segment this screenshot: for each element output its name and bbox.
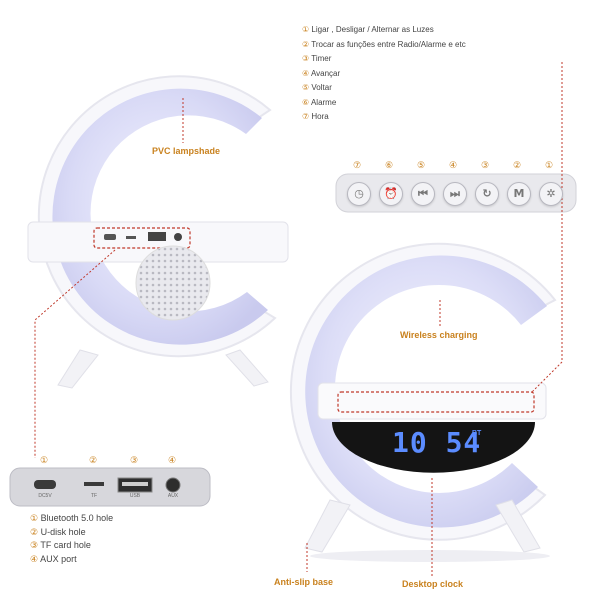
port-label: DC5V <box>38 493 52 499</box>
legend-num: ① <box>302 25 310 34</box>
legend-text: Trocar as funções entre Radio/Alarme e e… <box>311 39 466 49</box>
front-lamp-shelf <box>317 382 547 420</box>
port-panel <box>9 467 211 507</box>
leader-lines <box>34 62 563 577</box>
port-legend-row-2: ② U-disk hole <box>30 526 113 540</box>
legend-row-5: ⑤ Voltar <box>302 81 466 96</box>
ports-legend: ① Bluetooth 5.0 hole ② U-disk hole ③ TF … <box>30 512 113 566</box>
anti-slip-base-label: Anti-slip base <box>274 577 334 587</box>
port-legend-num: ① <box>30 513 39 523</box>
port-legend-num: ② <box>30 526 39 537</box>
button-number: ⑦ <box>353 160 362 170</box>
legend-text: Voltar <box>311 83 332 92</box>
wireless-charging-label: Wireless charging <box>400 330 478 340</box>
panel-tf-port <box>84 482 104 486</box>
alarm-button[interactable]: ⏰ <box>379 182 403 206</box>
back-aux-port <box>174 233 182 241</box>
functions-legend: ① Ligar , Desligar / Alternar as Luzes ②… <box>302 23 466 125</box>
port-legend-row-3: ③ TF card hole <box>30 539 113 553</box>
port-number: ① <box>40 455 49 465</box>
pvc-lampshade-label: PVC lampshade <box>152 146 221 156</box>
back-lamp-leg-right <box>225 349 269 387</box>
legend-row-7: ⑦ Hora <box>302 110 466 125</box>
power-light-icon: ✲ <box>546 187 556 200</box>
legend-row-4: ④ Avançar <box>302 67 466 82</box>
legend-row-2: ② Trocar as funções entre Radio/Alarme e… <box>302 38 466 53</box>
clock-display-panel <box>332 422 535 473</box>
port-number: ④ <box>168 455 177 465</box>
desktop-clock-label: Desktop clock <box>402 579 464 589</box>
previous-icon: ⏮ <box>418 187 428 200</box>
timer-button[interactable]: ↻ <box>475 182 499 206</box>
legend-num: ⑤ <box>302 83 310 92</box>
previous-button[interactable]: ⏮ <box>411 182 435 206</box>
button-number: ② <box>513 160 522 170</box>
port-strip <box>93 227 191 249</box>
port-legend-num: ④ <box>30 553 39 564</box>
legend-num: ④ <box>302 68 310 78</box>
legend-text: Timer <box>311 54 332 63</box>
next-icon: ⏭ <box>450 187 460 200</box>
port-legend-row-1: ① Bluetooth 5.0 hole <box>30 512 113 526</box>
panel-aux-port <box>165 477 181 493</box>
back-lamp <box>27 75 289 389</box>
front-lamp-leg-right <box>495 499 541 553</box>
timer-icon: ↻ <box>482 187 492 200</box>
back-usb-port <box>148 232 166 241</box>
clock-icon: ◷ <box>354 187 364 200</box>
mode-button[interactable]: M <box>507 182 531 206</box>
power-light-button[interactable]: ✲ <box>539 182 563 206</box>
button-number: ③ <box>481 160 490 170</box>
leader-buttons <box>531 62 563 393</box>
legend-text: Avançar <box>310 68 341 78</box>
legend-text: Hora <box>311 112 329 121</box>
front-lamp-leg-left <box>304 499 351 553</box>
port-label: USB <box>129 493 141 499</box>
legend-num: ⑦ <box>302 112 310 121</box>
port-label: AUX <box>167 493 179 499</box>
alarm-icon: ⏰ <box>384 187 398 200</box>
legend-row-6: ⑥ Alarme <box>302 96 466 111</box>
port-legend-text: Bluetooth 5.0 hole <box>40 513 114 523</box>
front-lamp <box>289 242 557 562</box>
back-lamp-glow <box>52 88 268 345</box>
touch-button-strip <box>337 391 535 413</box>
button-number: ⑤ <box>417 160 426 170</box>
port-panel-body <box>9 467 211 507</box>
back-tf-port <box>126 236 136 239</box>
port-legend-text: U-disk hole <box>40 526 86 537</box>
legend-row-3: ③ Timer <box>302 52 466 67</box>
clock-button[interactable]: ◷ <box>347 182 371 206</box>
speaker-grille <box>135 245 211 321</box>
panel-dc-port <box>34 480 56 489</box>
legend-row-1: ① Ligar , Desligar / Alternar as Luzes <box>302 23 466 38</box>
button-number: ④ <box>449 160 458 170</box>
back-dc-port <box>104 234 116 240</box>
clock-time: 10 54 <box>392 426 482 459</box>
port-legend-num: ③ <box>30 540 39 550</box>
port-legend-text: AUX port <box>40 553 77 564</box>
panel-usb-port-tongue <box>122 482 148 486</box>
button-number: ⑥ <box>385 160 394 170</box>
port-legend-row-4: ④ AUX port <box>30 553 113 567</box>
legend-text: Ligar , Desligar / Alternar as Luzes <box>311 25 434 34</box>
port-number: ③ <box>130 455 139 465</box>
port-label: TF <box>90 493 98 499</box>
next-button[interactable]: ⏭ <box>443 182 467 206</box>
legend-text: Alarme <box>310 97 337 107</box>
port-number: ② <box>89 455 98 465</box>
legend-num: ② <box>302 39 310 49</box>
legend-num: ⑥ <box>302 97 310 107</box>
legend-num: ③ <box>302 54 310 63</box>
clock-bt-badge: BT <box>472 430 482 437</box>
front-lamp-base-shadow <box>310 550 550 562</box>
back-lamp-leg-left <box>57 349 99 389</box>
port-legend-text: TF card hole <box>40 540 91 550</box>
mode-icon: M <box>513 187 525 200</box>
button-number: ① <box>545 160 554 170</box>
